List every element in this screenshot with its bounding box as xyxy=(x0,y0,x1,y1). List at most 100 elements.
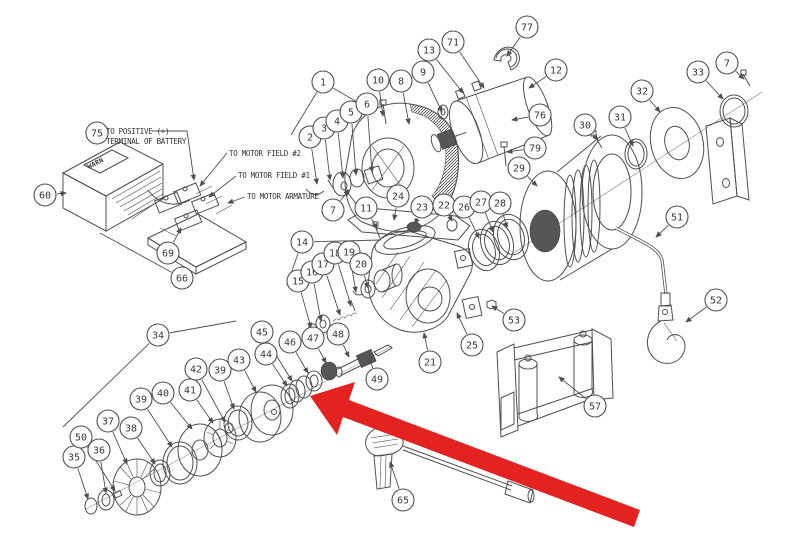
callout-number-12: 12 xyxy=(550,66,562,77)
callout-circle-51 xyxy=(665,205,689,229)
callout-circle-36 xyxy=(87,438,111,462)
callout-42: 42 xyxy=(184,357,208,381)
leader-line-27 xyxy=(485,212,494,233)
callout-number-7: 7 xyxy=(724,59,730,70)
callout-28: 28 xyxy=(488,191,512,215)
callout-22: 22 xyxy=(432,193,456,217)
callout-circle-11 xyxy=(354,196,378,220)
leader-line-1 xyxy=(290,92,318,136)
callout-40: 40 xyxy=(151,381,175,405)
leader-line-25 xyxy=(456,312,468,335)
leader-line-17 xyxy=(326,275,341,316)
leader-line-2 xyxy=(311,148,319,185)
leader-line-71 xyxy=(459,51,485,89)
leader-line-28 xyxy=(502,214,509,229)
callout-35: 35 xyxy=(62,445,86,469)
callout-number-66: 66 xyxy=(176,274,188,285)
callout-circle-40 xyxy=(151,381,175,405)
leader-line-12 xyxy=(528,76,547,89)
wire-label-3: TO MOTOR FIELD #1 xyxy=(238,171,310,180)
callout-29: 29 xyxy=(507,156,531,180)
callout-circle-41 xyxy=(178,378,202,402)
callout-number-50: 50 xyxy=(75,433,87,444)
callout-circle-65 xyxy=(391,488,415,512)
callout-circle-33 xyxy=(686,60,710,84)
callout-circle-7 xyxy=(321,198,345,222)
callout-41: 41 xyxy=(178,378,202,402)
control-pack-art: WARN xyxy=(61,141,191,232)
leader-line-53 xyxy=(491,305,505,314)
leader-line-5 xyxy=(351,123,359,176)
callout-number-31: 31 xyxy=(614,113,626,124)
callout-48: 48 xyxy=(326,322,350,346)
callout-number-7: 7 xyxy=(330,206,336,217)
callout-number-10: 10 xyxy=(372,76,384,87)
leader-line-38 xyxy=(137,437,156,465)
callout-number-19: 19 xyxy=(343,248,355,259)
callout-32: 32 xyxy=(630,79,654,103)
callout-circle-1 xyxy=(311,70,335,94)
callout-20: 20 xyxy=(349,252,373,276)
callout-49: 49 xyxy=(365,367,389,391)
callout-circle-48 xyxy=(326,322,350,346)
callout-circle-53 xyxy=(502,308,526,332)
leader-line-22 xyxy=(447,214,453,222)
contactor-assembly-art xyxy=(146,182,248,275)
callout-9: 9 xyxy=(411,60,435,84)
callout-circle-66 xyxy=(170,266,194,290)
callout-7: 7 xyxy=(321,198,345,222)
leader-line-4 xyxy=(337,132,346,179)
callout-circle-71 xyxy=(441,30,465,54)
leader-line-76 xyxy=(511,116,529,122)
callout-number-15: 15 xyxy=(292,277,304,288)
leader-line-35 xyxy=(77,468,89,500)
callout-79: 79 xyxy=(523,136,547,160)
callout-circle-8 xyxy=(389,69,413,93)
callout-53: 53 xyxy=(502,308,526,332)
callout-circle-37 xyxy=(96,409,120,433)
callout-number-35: 35 xyxy=(68,453,80,464)
fairlead-art xyxy=(496,328,614,438)
wire-label-leader-0 xyxy=(152,130,196,181)
callout-number-30: 30 xyxy=(579,121,591,132)
callout-24: 24 xyxy=(386,184,410,208)
callout-number-75: 75 xyxy=(91,129,103,140)
callout-circle-76 xyxy=(528,103,552,127)
callout-circle-57 xyxy=(583,394,607,418)
callout-circle-75 xyxy=(85,121,109,145)
callout-circle-77 xyxy=(515,15,539,39)
leader-line-3 xyxy=(324,139,333,181)
leader-line-36 xyxy=(100,461,108,494)
wire-label-0: TO POSITIVE (+) xyxy=(106,127,169,136)
brand-mark: WARN xyxy=(86,156,105,171)
leader-line-66 xyxy=(99,232,172,273)
callout-circle-20 xyxy=(349,252,373,276)
callout-45: 45 xyxy=(250,320,274,344)
callout-circle-14 xyxy=(290,230,314,254)
callout-circle-46 xyxy=(278,330,302,354)
callout-number-38: 38 xyxy=(125,424,137,435)
callout-69: 69 xyxy=(156,241,180,265)
callout-number-28: 28 xyxy=(494,199,506,210)
leader-line-60 xyxy=(56,190,67,197)
callout-10: 10 xyxy=(366,68,390,92)
callout-12: 12 xyxy=(544,58,568,82)
leader-line-11 xyxy=(371,218,378,230)
callout-number-39: 39 xyxy=(135,395,147,406)
callout-76: 76 xyxy=(528,103,552,127)
leader-line-34 xyxy=(62,343,150,428)
callout-14: 14 xyxy=(290,230,314,254)
callout-number-48: 48 xyxy=(332,330,344,341)
callout-circle-29 xyxy=(507,156,531,180)
leader-line-7 xyxy=(735,70,745,80)
callout-number-20: 20 xyxy=(355,260,367,271)
callout-circle-21 xyxy=(418,350,442,374)
leader-line-79 xyxy=(506,148,524,154)
callout-23: 23 xyxy=(410,195,434,219)
callout-number-21: 21 xyxy=(424,358,436,369)
callout-number-22: 22 xyxy=(438,201,450,212)
callout-number-41: 41 xyxy=(184,386,196,397)
leader-line-13 xyxy=(436,59,464,94)
callout-number-13: 13 xyxy=(423,46,435,57)
callout-circle-28 xyxy=(488,191,512,215)
